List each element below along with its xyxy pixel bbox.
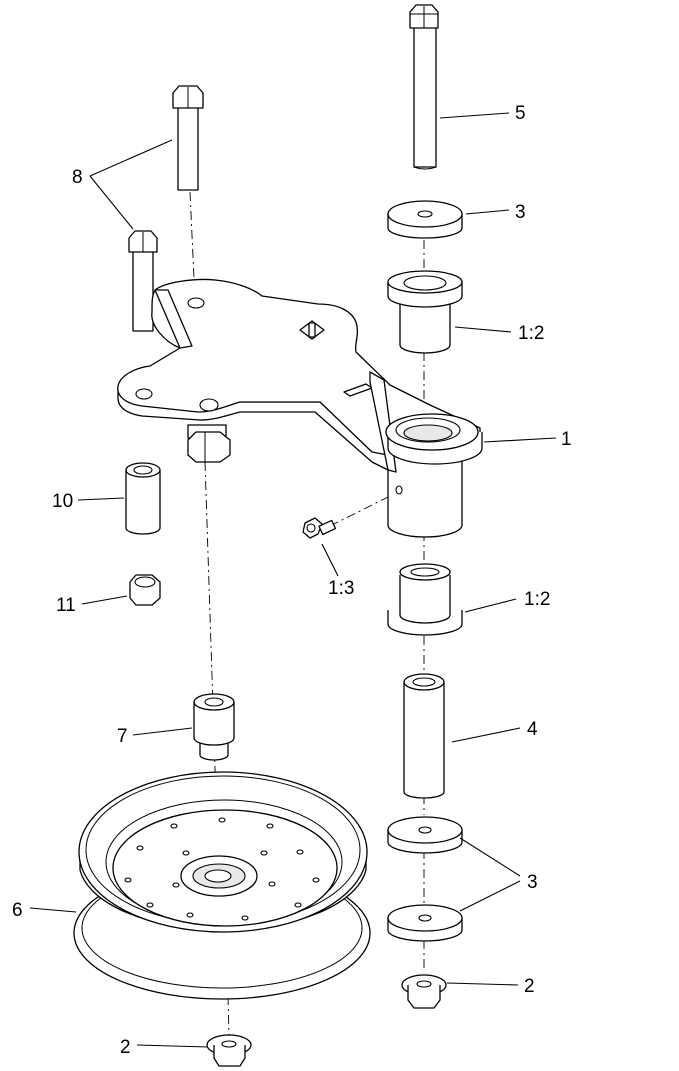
callout-2-left: 2 [120, 1037, 131, 1058]
flange-nut-2-left [206, 1034, 252, 1067]
callout-5: 5 [515, 103, 526, 124]
bushing-7 [193, 693, 235, 761]
callout-11: 11 [56, 595, 76, 616]
callout-3-bottom: 3 [527, 872, 538, 893]
bolt-8-lower [128, 230, 158, 332]
bushing-1-2-bottom [387, 563, 463, 636]
callout-6: 6 [12, 900, 23, 921]
bolt-5 [409, 4, 439, 170]
callout-7: 7 [117, 726, 128, 747]
spacer-4 [403, 673, 445, 799]
washer-3-top [387, 200, 463, 239]
callout-1-2-top: 1:2 [518, 323, 544, 344]
bolt-8-upper [172, 85, 204, 191]
callout-4: 4 [527, 719, 538, 740]
callout-2-right: 2 [524, 976, 535, 997]
washer-3-low [387, 904, 463, 942]
spacer-10 [125, 462, 161, 535]
callout-1-3: 1:3 [328, 578, 354, 599]
idler-arm-1 [117, 278, 483, 538]
callout-1-2-bottom: 1:2 [524, 589, 550, 610]
callout-1: 1 [561, 429, 572, 450]
washer-3-mid [387, 816, 463, 854]
callout-3-top: 3 [515, 202, 526, 223]
callout-10: 10 [52, 491, 73, 512]
bushing-1-2-top [387, 270, 463, 354]
callout-labels: 5 3 1:2 1 1:2 4 3 2 2 6 7 10 11 1:3 8 [12, 103, 572, 1058]
callout-8: 8 [72, 167, 83, 188]
flange-nut-2-right [401, 974, 447, 1009]
grease-fitting-1-3 [302, 517, 337, 539]
leader-lines [29, 112, 557, 1048]
pulley-6 [73, 771, 371, 1000]
nut-11 [129, 574, 161, 606]
nut-under-bracket [187, 424, 231, 463]
